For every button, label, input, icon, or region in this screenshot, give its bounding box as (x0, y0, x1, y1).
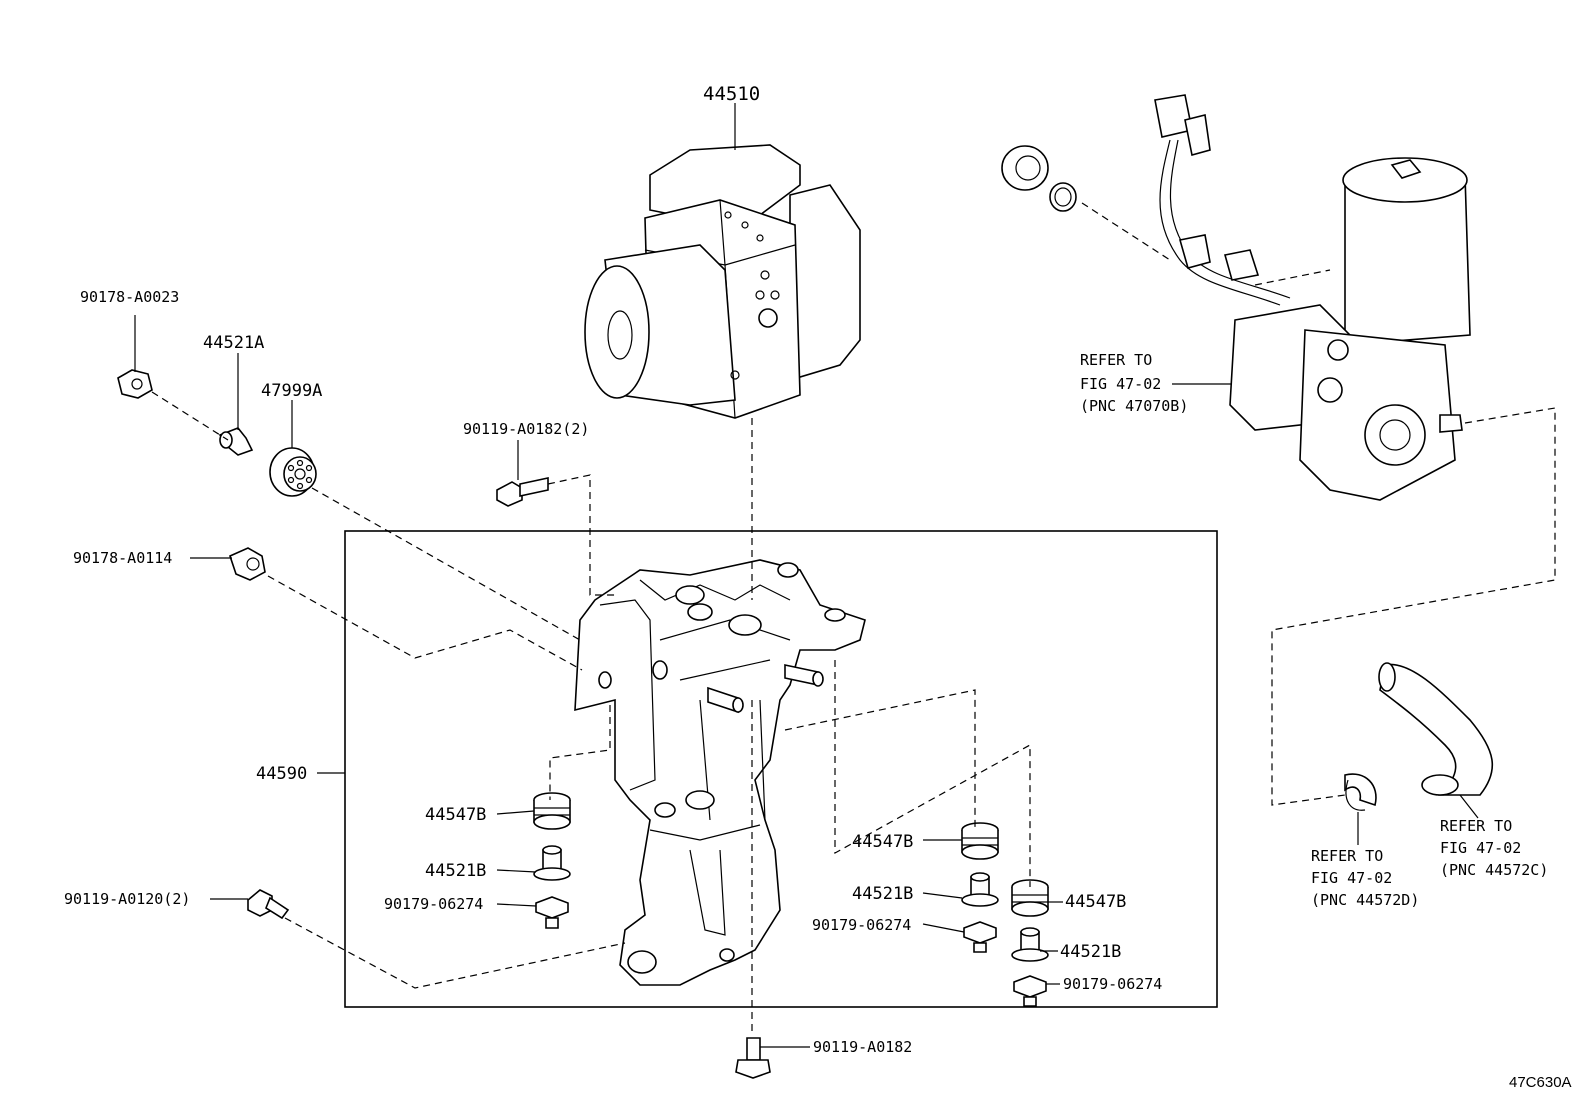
label-grommet-b-right: 44521B (1060, 942, 1121, 962)
nut-a0114-illustration (229, 547, 266, 581)
label-washer-mid: 90179-06274 (812, 916, 911, 934)
figure-id: 47C630A (1509, 1074, 1572, 1091)
cushion-47999a-illustration (269, 447, 317, 497)
refer-pump-line-1: REFER TO (1080, 351, 1152, 369)
refer-hose-line-2: FIG 47-02 (1440, 839, 1521, 857)
label-bracket: 44590 (256, 764, 307, 784)
label-grommet-a: 44521A (203, 333, 264, 353)
refer-pump-line-2: FIG 47-02 (1080, 375, 1161, 393)
label-grommet-b-left: 44521B (425, 861, 486, 881)
label-nut-side: 90178-A0114 (73, 549, 172, 567)
hose-illustration (1378, 662, 1494, 796)
label-cushion-b-mid: 44547B (852, 832, 913, 852)
refer-clamp-line-2: FIG 47-02 (1311, 869, 1392, 887)
refer-clamp-line-3: (PNC 44572D) (1311, 891, 1419, 909)
pump-assembly-illustration (1001, 94, 1471, 501)
leader-lines (134, 103, 1479, 1048)
mount-set-left-illustration (533, 792, 571, 929)
mount-set-mid-illustration (961, 822, 999, 953)
label-bolt-bottom: 90119-A0182 (813, 1038, 912, 1056)
bolt-top-illustration (496, 477, 549, 507)
abs-actuator-illustration (584, 144, 861, 419)
refer-note-pump: REFER TO FIG 47-02 (PNC 47070B) (1080, 351, 1188, 415)
label-cushion-b-right: 44547B (1065, 892, 1126, 912)
label-cushion-a: 47999A (261, 381, 322, 401)
refer-clamp-line-1: REFER TO (1311, 847, 1383, 865)
label-actuator: 44510 (703, 83, 760, 105)
bolt-left-illustration (247, 889, 290, 920)
mount-set-right-illustration (1011, 879, 1049, 1007)
grommet-44521a-illustration (218, 427, 254, 456)
label-grommet-b-mid: 44521B (852, 884, 913, 904)
refer-note-clamp: REFER TO FIG 47-02 (PNC 44572D) (1311, 847, 1419, 909)
nut-a0023-illustration (117, 369, 153, 399)
refer-note-hose: REFER TO FIG 47-02 (PNC 44572C) (1440, 817, 1548, 879)
label-bolt-left: 90119-A0120(2) (64, 890, 190, 908)
refer-hose-line-3: (PNC 44572C) (1440, 861, 1548, 879)
label-bolt-top: 90119-A0182(2) (463, 420, 589, 438)
actuator-bracket-illustration (574, 559, 866, 986)
label-washer-left: 90179-06274 (384, 895, 483, 913)
hose-clamp-illustration (1344, 773, 1377, 811)
bracket-assembly-frame (344, 530, 1218, 1008)
label-cushion-b-left: 44547B (425, 805, 486, 825)
label-washer-right: 90179-06274 (1063, 975, 1162, 993)
label-nut-top: 90178-A0023 (80, 288, 179, 306)
assembly-dashed-lines (151, 202, 1556, 1036)
bolt-bottom-illustration (735, 1037, 771, 1079)
refer-pump-line-3: (PNC 47070B) (1080, 397, 1188, 415)
refer-hose-line-1: REFER TO (1440, 817, 1512, 835)
